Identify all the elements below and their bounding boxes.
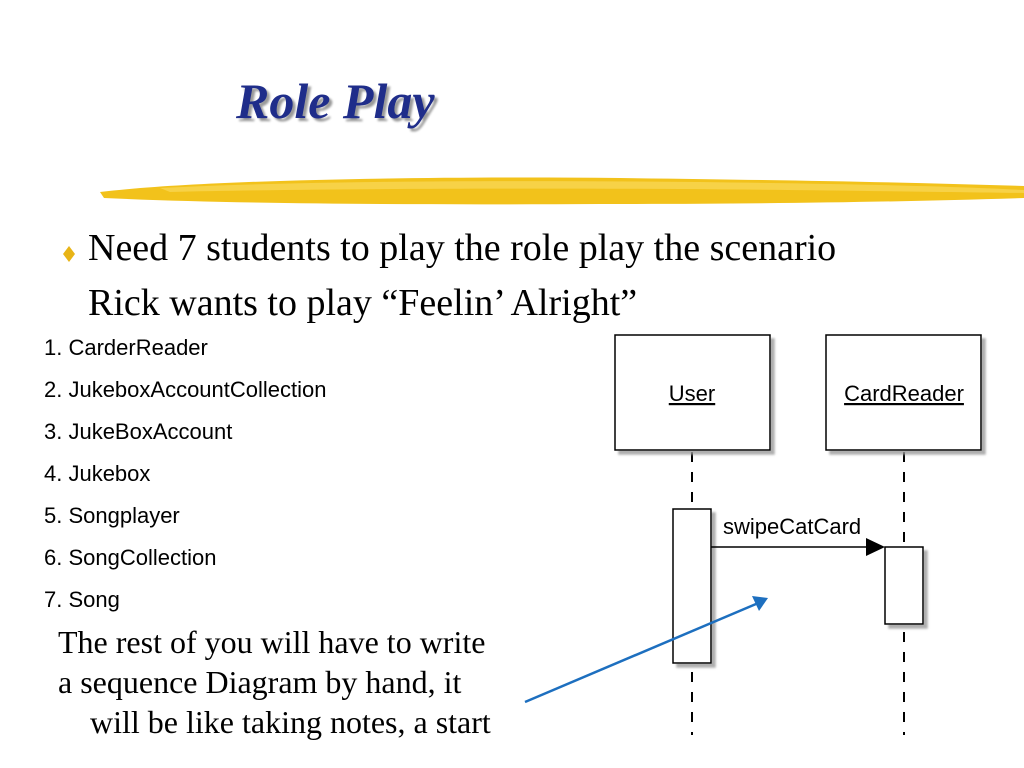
list-item: 2. JukeboxAccountCollection	[44, 377, 327, 402]
list-item: 3. JukeBoxAccount	[44, 419, 233, 444]
list-item: 6. SongCollection	[44, 545, 217, 570]
bullet-text-line-2: Rick wants to play “Feelin’ Alright”	[88, 282, 638, 324]
lifeline-user: User	[614, 334, 771, 735]
list-item: 1. CarderReader	[44, 335, 208, 360]
list-item: 7. Song	[44, 587, 120, 612]
lifeline-label-cardreader: CardReader	[844, 381, 964, 406]
rest-text-line-3: will be like taking notes, a start	[90, 704, 491, 740]
role-list: 1. CarderReader 2. JukeboxAccountCollect…	[44, 330, 327, 624]
rest-text-line-1: The rest of you will have to write	[58, 624, 486, 660]
activation-bar-user	[672, 508, 712, 664]
bullet-text-line-1: Need 7 students to play the role play th…	[88, 227, 837, 269]
rest-text-line-2: a sequence Diagram by hand, it	[58, 664, 462, 700]
slide-title: Role Play	[236, 73, 435, 129]
message-label: swipeCatCard	[723, 514, 861, 539]
lifeline-label-user: User	[669, 381, 715, 406]
message-arrow	[711, 538, 885, 556]
activation-bar-cardreader	[884, 546, 924, 625]
annotation-arrow	[524, 596, 768, 704]
diamond-bullet-icon	[63, 246, 75, 262]
highlighter-stroke	[100, 177, 1024, 205]
list-item: 5. Songplayer	[44, 503, 180, 528]
list-item: 4. Jukebox	[44, 461, 151, 486]
